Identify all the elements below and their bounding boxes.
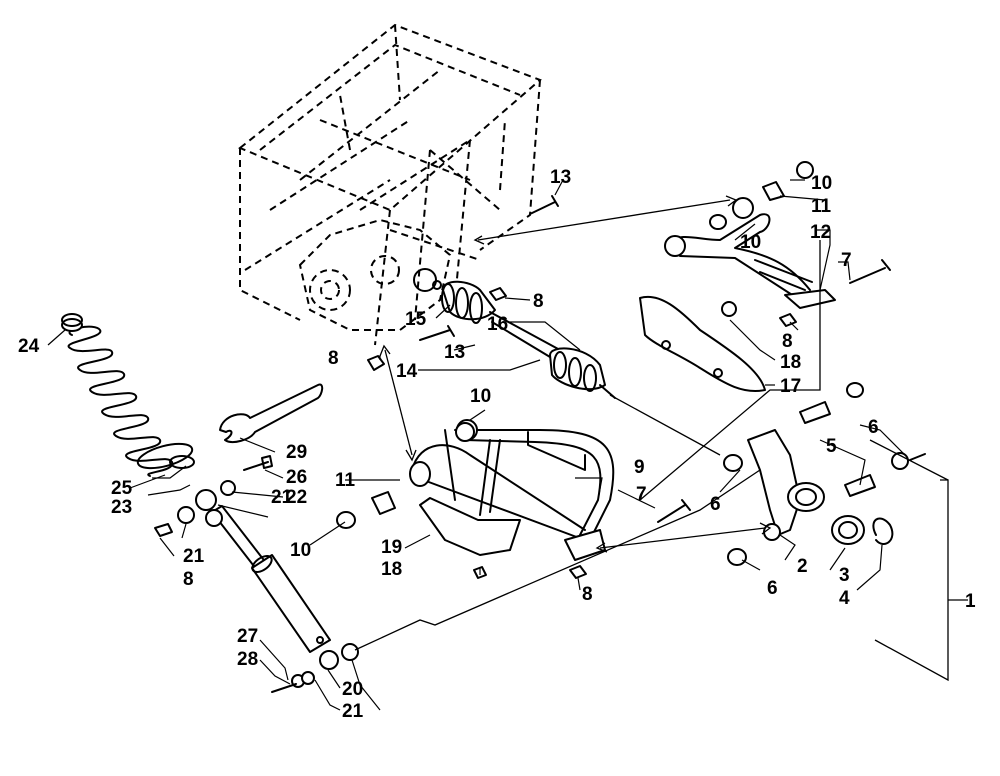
callout-8-engine: 8: [533, 291, 544, 312]
snap-ring: [872, 517, 894, 545]
callout-16: 16: [487, 314, 508, 335]
callout-29: 29: [286, 442, 307, 463]
spring-retainer: [61, 313, 83, 332]
callout-27: 27: [237, 626, 258, 647]
callout-7-lower: 7: [636, 484, 647, 505]
callout-6-mid: 6: [710, 494, 721, 515]
callout-21-top: 21: [271, 487, 293, 508]
callout-21-mid: 21: [183, 546, 205, 567]
callout-5: 5: [826, 436, 837, 457]
wheel-bearing: [831, 515, 865, 545]
callout-14: 14: [396, 361, 418, 382]
callout-labels: 1 2 3 4 5 6 6 6 7 7 8 8 8 8 8 9 10 10 10…: [18, 167, 976, 722]
callout-8-frame: 8: [328, 348, 339, 369]
leader-lines: [47, 179, 968, 711]
callout-23: 23: [111, 497, 132, 518]
callout-26: 26: [286, 467, 307, 488]
callout-22: 22: [286, 487, 307, 508]
callout-17: 17: [780, 376, 801, 397]
callout-8-shock: 8: [183, 569, 194, 590]
callout-18-upper: 18: [780, 352, 801, 373]
upper-a-arm: [664, 161, 836, 309]
spanner-wrench: [219, 383, 324, 443]
shock-absorber: [195, 489, 339, 670]
lower-skid-plate: [419, 497, 521, 556]
callout-24: 24: [18, 336, 40, 357]
shock-hardware: [154, 455, 359, 693]
knuckle-pins: [799, 382, 926, 497]
drive-axle: [441, 280, 616, 399]
coil-spring: [67, 325, 195, 477]
callout-18-lower: 18: [381, 559, 402, 580]
connector-lines: [354, 195, 821, 651]
callout-10-lower-top: 10: [470, 386, 491, 407]
callout-13-upper: 13: [550, 167, 571, 188]
callout-21-bottom: 21: [342, 701, 364, 722]
callout-10-upper-right: 10: [811, 173, 832, 194]
callout-8-upper-arm: 8: [782, 331, 793, 352]
callout-7-upper: 7: [841, 250, 852, 271]
callout-1: 1: [965, 591, 976, 612]
callout-10-upper-left: 10: [740, 232, 761, 253]
callout-6-top: 6: [868, 417, 879, 438]
callout-2: 2: [797, 556, 808, 577]
lower-bushings: [336, 422, 475, 529]
engine-block: [298, 218, 452, 331]
callout-11-upper: 11: [811, 196, 832, 217]
arm-guard: [639, 295, 766, 392]
callout-9: 9: [634, 457, 645, 478]
frame-outline: [238, 23, 542, 346]
callout-11-lower: 11: [335, 470, 356, 491]
callout-4: 4: [839, 588, 850, 609]
callout-13-lower: 13: [444, 342, 465, 363]
callout-12: 12: [810, 222, 831, 243]
callout-19: 19: [381, 537, 402, 558]
assembly-bracket: [869, 439, 949, 682]
callout-28: 28: [237, 649, 258, 670]
bolts: [419, 195, 891, 523]
callout-15: 15: [405, 309, 427, 330]
callout-10-lower-left: 10: [290, 540, 311, 561]
steering-knuckle: [723, 429, 825, 566]
callout-8-lower-arm: 8: [582, 584, 593, 605]
callout-6-bottom: 6: [767, 578, 778, 599]
callout-25: 25: [111, 478, 133, 499]
callout-20: 20: [342, 679, 363, 700]
callout-3: 3: [839, 565, 850, 586]
